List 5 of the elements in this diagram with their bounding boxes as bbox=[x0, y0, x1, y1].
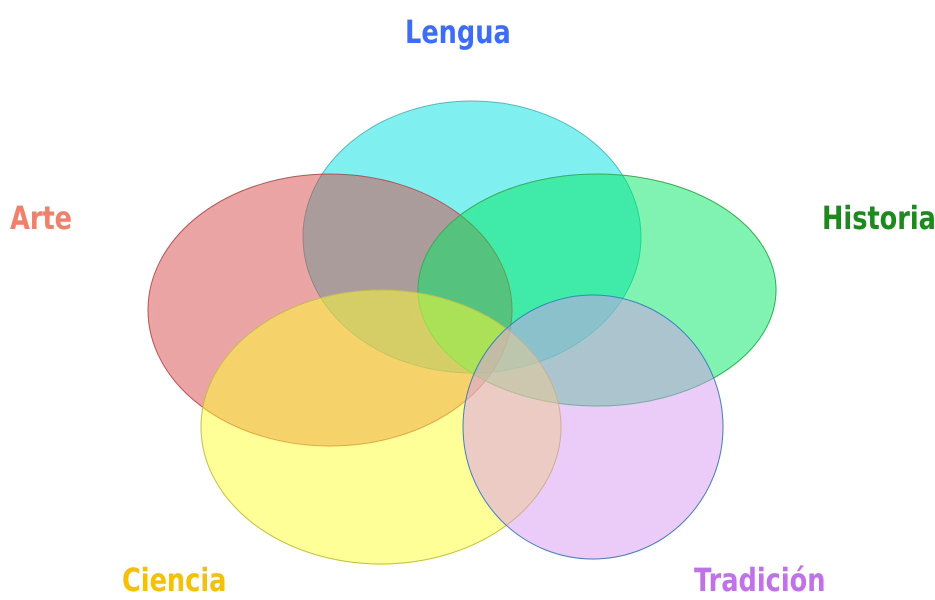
set-label: Arte bbox=[10, 198, 72, 238]
set-label: Ciencia bbox=[122, 560, 226, 600]
set-label: Tradición bbox=[694, 560, 826, 600]
set-label: Historia bbox=[822, 198, 935, 238]
set-label: Lengua bbox=[405, 12, 511, 52]
